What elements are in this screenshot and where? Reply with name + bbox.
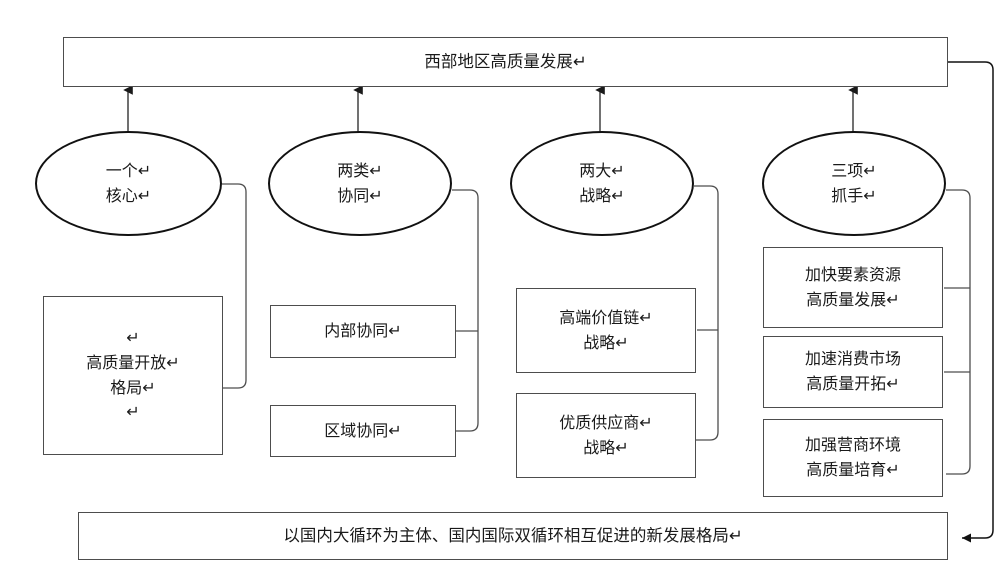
pillar-4-item-1[interactable]: 加快要素资源 高质量发展↵ — [763, 247, 943, 328]
pillar-ellipse-1-label: 一个↵ 核心↵ — [105, 160, 152, 205]
bracket-pillar-2 — [452, 189, 479, 432]
pillar-4-item-3[interactable]: 加强营商环境 高质量培育↵ — [763, 419, 943, 497]
pillar-3-item-2[interactable]: 优质供应商↵ 战略↵ — [516, 393, 696, 478]
pillar-2-item-1[interactable]: 内部协同↵ — [270, 305, 456, 358]
pillar-2-item-2[interactable]: 区域协同↵ — [270, 405, 456, 457]
title-banner: 西部地区高质量发展↵ — [63, 37, 948, 87]
pillar-ellipse-2[interactable]: 两类↵ 协同↵ — [268, 131, 452, 236]
pillar-ellipse-4-label: 三项↵ 抓手↵ — [831, 160, 877, 205]
bottom-banner: 以国内大循环为主体、国内国际双循环相互促进的新发展格局↵ — [78, 512, 948, 560]
pillar-ellipse-2-label: 两类↵ 协同↵ — [337, 160, 383, 205]
feedback-connector — [948, 61, 994, 543]
pillar-4-item-2[interactable]: 加速消费市场 高质量开拓↵ — [763, 336, 943, 408]
pillar-2-item-1-label: 内部协同↵ — [324, 321, 402, 341]
pillar-4-item-2-label: 加速消费市场 高质量开拓↵ — [804, 349, 901, 393]
pillar-ellipse-3-label: 两大↵ 战略↵ — [579, 160, 625, 205]
pillar-1-item-1[interactable]: ↵ 高质量开放↵ 格局↵ ↵ — [43, 296, 223, 455]
title-banner-label: 西部地区高质量发展↵ — [424, 52, 587, 72]
pillar-1-item-1-label: ↵ 高质量开放↵ 格局↵ ↵ — [86, 327, 180, 422]
pillar-ellipse-3[interactable]: 两大↵ 战略↵ — [510, 131, 694, 236]
pillar-ellipse-1[interactable]: 一个↵ 核心↵ — [35, 131, 222, 236]
bracket-pillar-1 — [222, 183, 247, 389]
bracket-pillar-3 — [694, 185, 719, 441]
bottom-banner-label: 以国内大循环为主体、国内国际双循环相互促进的新发展格局↵ — [283, 526, 743, 546]
pillar-ellipse-4[interactable]: 三项↵ 抓手↵ — [762, 131, 946, 236]
ellipse-to-banner-arrows — [123, 85, 858, 132]
pillar-4-item-3-label: 加强营商环境 高质量培育↵ — [804, 435, 901, 479]
pillar-2-item-2-label: 区域协同↵ — [324, 420, 402, 440]
pillar-4-item-1-label: 加快要素资源 高质量发展↵ — [804, 264, 901, 309]
pillar-3-item-1[interactable]: 高端价值链↵ 战略↵ — [516, 288, 696, 373]
pillar-3-item-1-label: 高端价值链↵ 战略↵ — [559, 307, 653, 352]
pillar-3-item-2-label: 优质供应商↵ 战略↵ — [559, 412, 653, 457]
bracket-pillar-4 — [944, 189, 971, 475]
